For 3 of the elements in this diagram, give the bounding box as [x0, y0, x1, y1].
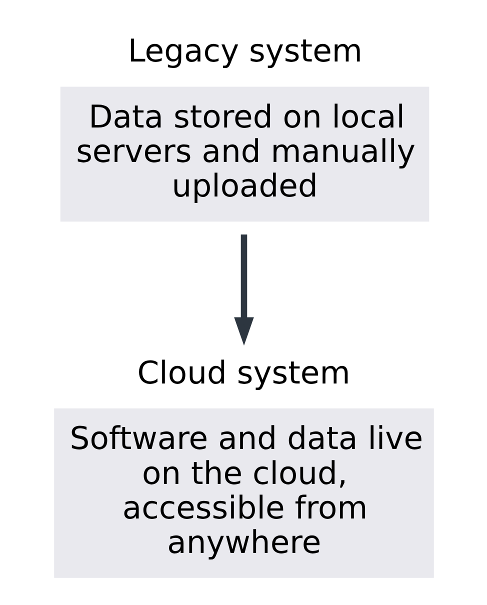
- node-label: Legacy system: [127, 34, 362, 70]
- node-label: Cloud system: [136, 355, 350, 392]
- arrow: [234, 234, 254, 346]
